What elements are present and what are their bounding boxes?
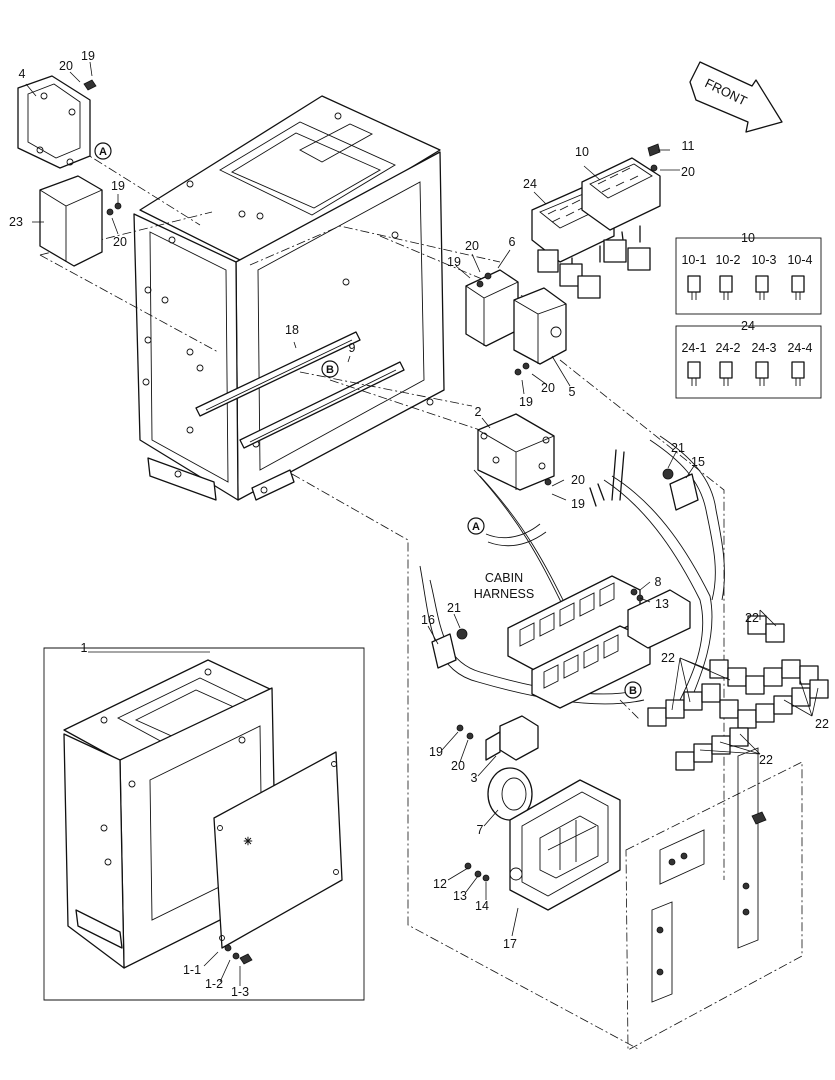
fuse-box-connectors [537, 225, 651, 299]
label-harness: HARNESS [474, 587, 534, 601]
marker-b-rail: B [321, 360, 339, 378]
bracket-item-4 [17, 75, 97, 169]
label-1: 1 [81, 641, 88, 655]
label-22b: 22 [661, 651, 675, 665]
mounting-plate [625, 747, 803, 1051]
label-1-2: 1-2 [205, 977, 223, 991]
label-24-3: 24-3 [751, 341, 776, 355]
label-24-1: 24-1 [681, 341, 706, 355]
label-4: 4 [19, 67, 26, 81]
label-23: 23 [9, 215, 23, 229]
label-24box: 24 [741, 319, 755, 333]
label-10: 10 [575, 145, 589, 159]
label-20c: 20 [681, 165, 695, 179]
marker-a-top-text: A [99, 146, 107, 158]
marker-b-harness: B [624, 681, 642, 699]
label-16: 16 [421, 613, 435, 627]
label-20a: 20 [59, 59, 73, 73]
label-22a: 22 [745, 611, 759, 625]
label-12: 12 [433, 877, 447, 891]
label-19b: 19 [111, 179, 125, 193]
label-1-1: 1-1 [183, 963, 201, 977]
relay-item-6 [465, 269, 519, 347]
fuse-detail-box-24 [675, 325, 822, 399]
label-17: 17 [503, 937, 517, 951]
label-10box: 10 [741, 231, 755, 245]
label-7: 7 [477, 823, 484, 837]
marker-b-rail-text: B [326, 364, 334, 376]
label-19f: 19 [429, 745, 443, 759]
relay-cluster-22 [647, 609, 829, 771]
label-20g: 20 [451, 759, 465, 773]
label-14: 14 [475, 899, 489, 913]
label-20d: 20 [465, 239, 479, 253]
label-24-4: 24-4 [787, 341, 812, 355]
label-9: 9 [349, 341, 356, 355]
label-24-2: 24-2 [715, 341, 740, 355]
clamps [431, 468, 699, 669]
marker-b-harness-text: B [629, 685, 637, 697]
label-10-4: 10-4 [787, 253, 812, 267]
cover-item-23 [39, 175, 122, 267]
label-10-2: 10-2 [715, 253, 740, 267]
marker-a-harness: A [467, 517, 485, 535]
label-5: 5 [569, 385, 576, 399]
relay-item-5 [513, 287, 567, 376]
label-21a: 21 [671, 441, 685, 455]
label-10-1: 10-1 [681, 253, 706, 267]
module-item-2 [477, 413, 555, 491]
label-15: 15 [691, 455, 705, 469]
label-22c: 22 [815, 717, 829, 731]
label-21b: 21 [447, 601, 461, 615]
label-19c: 19 [447, 255, 461, 269]
label-6: 6 [509, 235, 516, 249]
part-labels: 4 20 19 23 19 20 18 9 10 24 11 20 20 6 1… [9, 49, 829, 999]
label-19d: 19 [519, 395, 533, 409]
relay-item-3 [456, 715, 539, 761]
label-19e: 19 [571, 497, 585, 511]
label-1-3: 1-3 [231, 985, 249, 999]
fuse-detail-box-10 [675, 237, 822, 315]
harness-connectors [507, 575, 691, 709]
label-20b: 20 [113, 235, 127, 249]
label-3: 3 [471, 771, 478, 785]
front-arrow: FRONT [689, 61, 783, 133]
label-22d: 22 [759, 753, 773, 767]
label-18: 18 [285, 323, 299, 337]
marker-a-top: A [94, 142, 112, 160]
label-2: 2 [475, 405, 482, 419]
label-20e: 20 [541, 381, 555, 395]
label-20f: 20 [571, 473, 585, 487]
label-cabin: CABIN [485, 571, 523, 585]
label-10-3: 10-3 [751, 253, 776, 267]
label-8: 8 [655, 575, 662, 589]
fuse-box-10 [581, 143, 661, 231]
label-leaders [25, 61, 695, 986]
label-11: 11 [682, 139, 695, 153]
main-electrical-box [133, 95, 445, 501]
dashed-leaders [39, 149, 725, 1051]
label-24: 24 [523, 177, 537, 191]
inset-item-1: ✳ [43, 647, 365, 1001]
cover-symbol: ✳ [243, 836, 252, 848]
label-19a: 19 [81, 49, 95, 63]
label-13a: 13 [655, 597, 669, 611]
label-13b: 13 [453, 889, 467, 903]
marker-a-harness-text: A [472, 521, 480, 533]
controller-item-17 [464, 779, 621, 911]
